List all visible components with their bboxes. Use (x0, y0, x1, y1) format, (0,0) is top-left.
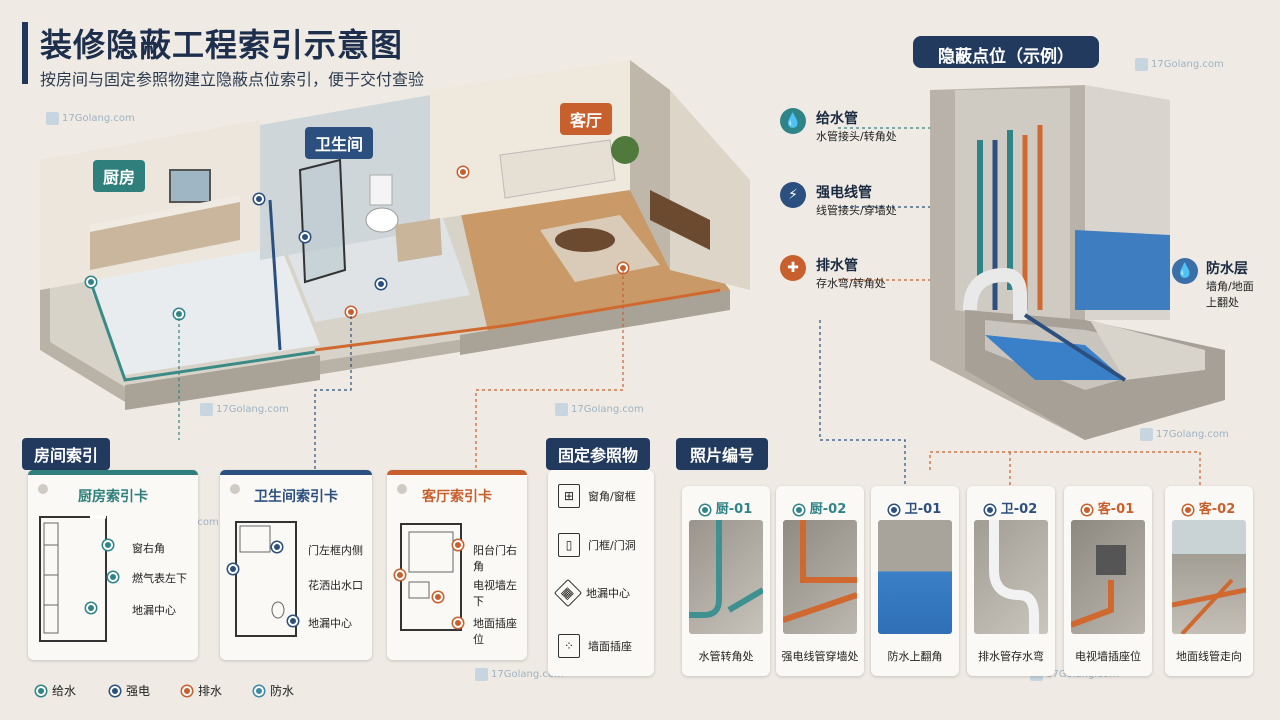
watermark: 17Golang.com (1135, 58, 1224, 71)
room-label-kitchen: 厨房 (93, 160, 146, 192)
photo-card-bathroom-01[interactable]: 卫-01 防水上翻角 (871, 486, 959, 676)
drain-icon: ✚ (780, 255, 806, 281)
legend-drain: 排水 (182, 682, 222, 699)
marker-electric (300, 232, 310, 242)
hidden-point-drain: ✚ 排水管 存水弯/转角处 (780, 255, 886, 291)
ref-floor-drain: ▦地漏中心 (553, 578, 630, 608)
lightning-icon: ⚡ (780, 182, 806, 208)
marker-electric (376, 279, 386, 289)
bathroom-floorplan-sketch (235, 521, 297, 637)
living-room-index-card[interactable]: 客厅索引卡 阳台门右角 电视墙左下 地面插座位 (387, 470, 527, 660)
kitchen-floorplan-sketch (39, 515, 107, 642)
photo-card-living-02[interactable]: 客-02 地面线管走向 (1165, 486, 1253, 676)
watermark: 17Golang.com (1140, 428, 1229, 441)
legend-water: 给水 (36, 682, 76, 699)
room-label-living: 客厅 (560, 103, 613, 135)
room-index-heading: 房间索引 (22, 438, 111, 470)
ref-wall-socket: ⁘墙面插座 (558, 634, 632, 658)
hidden-point-water: 💧 给水管 水管接头/转角处 (780, 108, 897, 144)
legend-electric: 强电 (110, 682, 150, 699)
photo-card-kitchen-02[interactable]: 厨-02 强电线管穿墙处 (776, 486, 864, 676)
photo-card-living-01[interactable]: 客-01 电视墙插座位 (1064, 486, 1152, 676)
hidden-points-heading: 隐蔽点位（示例） (913, 36, 1099, 68)
kitchen-index-card[interactable]: 厨房索引卡 窗右角 燃气表左下 地漏中心 (28, 470, 198, 660)
window-icon: ⊞ (558, 484, 580, 508)
marker-drain (458, 167, 468, 177)
water-drop-icon: 💧 (780, 108, 806, 134)
watermark: 17Golang.com (200, 403, 289, 416)
photo-card-kitchen-01[interactable]: 厨-01 水管转角处 (682, 486, 770, 676)
page-title: 装修隐蔽工程索引示意图 (40, 26, 404, 64)
watermark: 17Golang.com (555, 403, 644, 416)
floor-drain-icon: ▦ (553, 578, 583, 608)
ref-window: ⊞窗角/窗框 (558, 484, 636, 508)
socket-icon: ⁘ (558, 634, 580, 658)
watermark: 17Golang.com (475, 668, 564, 681)
watermark: 17Golang.com (46, 112, 135, 125)
page-subtitle: 按房间与固定参照物建立隐蔽点位索引，便于交付查验 (40, 70, 425, 89)
title-accent-bar (22, 22, 28, 84)
floorplan-illustration (40, 60, 750, 410)
fixed-refs-card: ⊞窗角/窗框 ▯门框/门洞 ▦地漏中心 ⁘墙面插座 (548, 470, 654, 676)
room-label-bathroom: 卫生间 (305, 127, 374, 159)
hidden-point-electric: ⚡ 强电线管 线管接头/穿墙处 (780, 182, 897, 218)
photo-card-bathroom-02[interactable]: 卫-02 排水管存水弯 (967, 486, 1055, 676)
hidden-point-waterproof: 💧 防水层 墙角/地面 上翻处 (1172, 258, 1254, 310)
bathroom-index-card[interactable]: 卫生间索引卡 门左框内侧 花洒出水口 地漏中心 (220, 470, 372, 660)
marker-water (86, 277, 96, 287)
living-room-floorplan-sketch (400, 523, 462, 631)
legend-waterproof: 防水 (254, 682, 294, 699)
ref-door: ▯门框/门洞 (558, 533, 636, 557)
wall-cutaway-illustration (930, 85, 1225, 440)
fixed-refs-heading: 固定参照物 (546, 438, 651, 470)
marker-electric (254, 194, 264, 204)
photos-heading: 照片编号 (676, 438, 769, 470)
water-drop-icon: 💧 (1172, 258, 1198, 284)
door-icon: ▯ (558, 533, 580, 557)
